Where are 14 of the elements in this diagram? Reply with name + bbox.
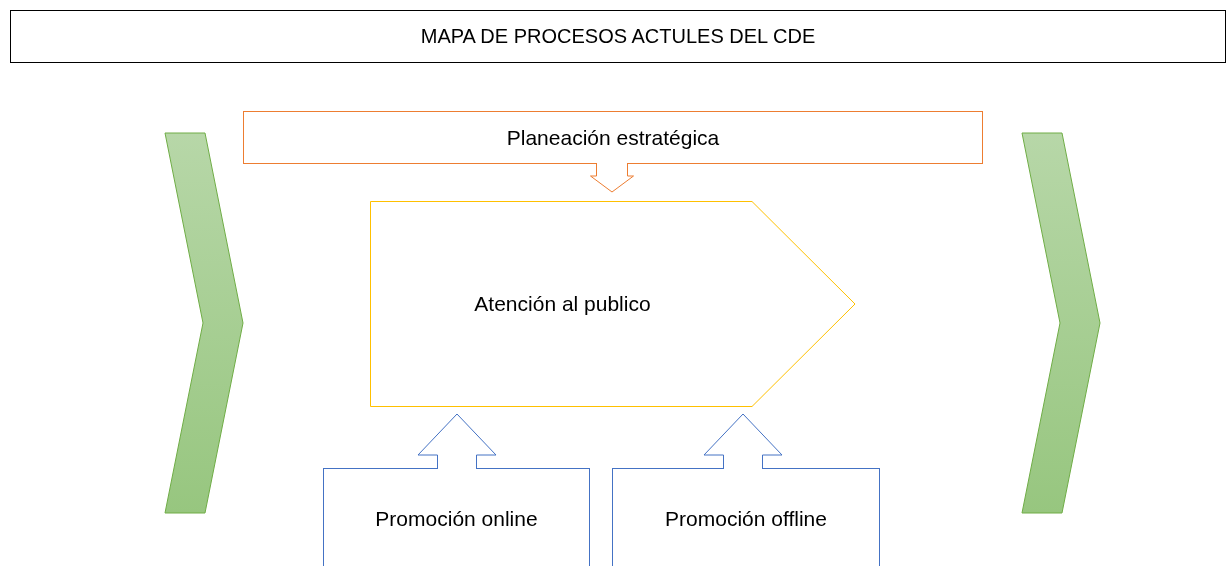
chevron-shape [1022, 133, 1100, 513]
title: MAPA DE PROCESOS ACTULES DEL CDE [10, 10, 1226, 63]
block-arrow [590, 162, 634, 193]
process-pentagon [370, 201, 855, 407]
node-label: Promoción offline [665, 506, 827, 531]
node-label: Planeación estratégica [506, 125, 720, 150]
block-arrow [417, 413, 497, 470]
block-arrow [703, 413, 783, 470]
process-box [612, 468, 880, 566]
node-label: Promoción online [375, 506, 538, 531]
node-label: Atención al publico [474, 292, 651, 316]
process-box [243, 111, 983, 164]
chevron-shape [165, 133, 243, 513]
process-box [323, 468, 590, 566]
